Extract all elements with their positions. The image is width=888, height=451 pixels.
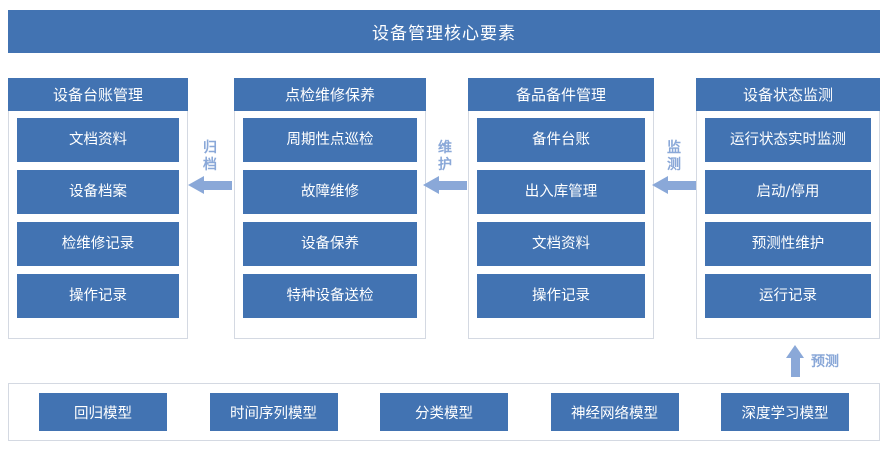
- column-header: 备品备件管理: [468, 78, 654, 111]
- column-item[interactable]: 运行记录: [705, 274, 871, 318]
- column-body: 运行状态实时监测 启动/停用 预测性维护 运行记录: [696, 111, 880, 339]
- arrow-label: 维护: [438, 140, 452, 173]
- column-item[interactable]: 设备保养: [243, 222, 417, 266]
- column-item[interactable]: 备件台账: [477, 118, 645, 162]
- column-item[interactable]: 启动/停用: [705, 170, 871, 214]
- column-header: 设备状态监测: [696, 78, 880, 111]
- model-item[interactable]: 回归模型: [39, 393, 167, 431]
- column-body: 备件台账 出入库管理 文档资料 操作记录: [468, 111, 654, 339]
- column-item[interactable]: 设备档案: [17, 170, 179, 214]
- page-title: 设备管理核心要素: [8, 10, 880, 53]
- arrow-up-icon: [786, 345, 804, 377]
- column-body: 周期性点巡检 故障维修 设备保养 特种设备送检: [234, 111, 426, 339]
- flow-arrow-maintain: 维护: [421, 140, 469, 194]
- column-item[interactable]: 周期性点巡检: [243, 118, 417, 162]
- column-header: 设备台账管理: [8, 78, 188, 111]
- column-item[interactable]: 检维修记录: [17, 222, 179, 266]
- arrow-left-icon: [423, 176, 467, 194]
- column-inspection-maintenance: 点检维修保养 周期性点巡检 故障维修 设备保养 特种设备送检: [234, 78, 426, 340]
- column-equipment-ledger: 设备台账管理 文档资料 设备档案 检维修记录 操作记录: [8, 78, 188, 340]
- column-item[interactable]: 预测性维护: [705, 222, 871, 266]
- models-container: 回归模型 时间序列模型 分类模型 神经网络模型 深度学习模型: [8, 383, 880, 441]
- column-item[interactable]: 文档资料: [17, 118, 179, 162]
- model-item[interactable]: 分类模型: [380, 393, 508, 431]
- flow-arrow-predict: 预测: [786, 344, 886, 378]
- column-body: 文档资料 设备档案 检维修记录 操作记录: [8, 111, 188, 339]
- column-item[interactable]: 文档资料: [477, 222, 645, 266]
- columns-container: 设备台账管理 文档资料 设备档案 检维修记录 操作记录 点检维修保养 周期性点巡…: [0, 78, 888, 343]
- model-item[interactable]: 神经网络模型: [550, 393, 679, 431]
- column-item[interactable]: 操作记录: [17, 274, 179, 318]
- column-status-monitoring: 设备状态监测 运行状态实时监测 启动/停用 预测性维护 运行记录: [696, 78, 880, 340]
- column-item[interactable]: 出入库管理: [477, 170, 645, 214]
- arrow-left-icon: [188, 176, 232, 194]
- model-item[interactable]: 时间序列模型: [209, 393, 338, 431]
- column-spare-parts: 备品备件管理 备件台账 出入库管理 文档资料 操作记录: [468, 78, 654, 340]
- flow-arrow-archive: 归档: [186, 140, 234, 194]
- arrow-label: 归档: [203, 140, 217, 173]
- column-item[interactable]: 运行状态实时监测: [705, 118, 871, 162]
- column-item[interactable]: 故障维修: [243, 170, 417, 214]
- model-item[interactable]: 深度学习模型: [721, 393, 849, 431]
- flow-arrow-monitor: 监测: [650, 140, 698, 194]
- column-item[interactable]: 特种设备送检: [243, 274, 417, 318]
- arrow-label: 监测: [667, 140, 681, 173]
- arrow-left-icon: [652, 176, 696, 194]
- column-header: 点检维修保养: [234, 78, 426, 111]
- column-item[interactable]: 操作记录: [477, 274, 645, 318]
- arrow-label: 预测: [811, 354, 839, 370]
